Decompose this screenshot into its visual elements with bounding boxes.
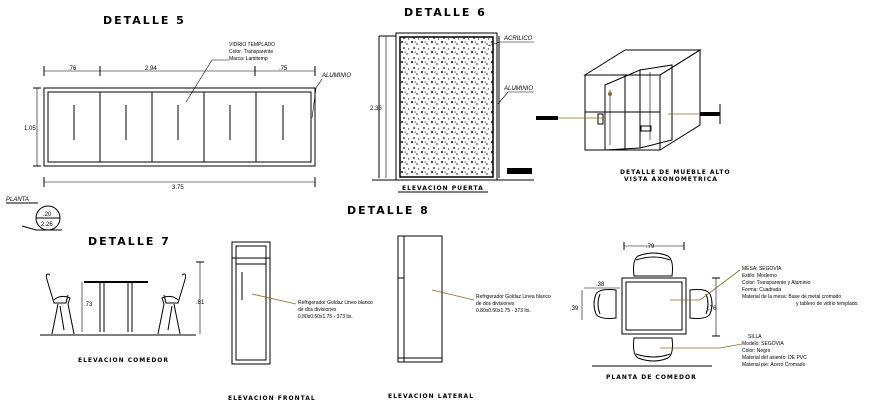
axonometric-cabinet	[583, 49, 702, 151]
elevacion-comedor-caption: ELEVACION COMEDOR	[78, 357, 169, 364]
dining-table	[621, 277, 687, 335]
acrilico-leader	[487, 41, 534, 47]
dim-total: 3.75	[172, 185, 184, 191]
detalle-8: Refrigerador Goldaz Lineo blanco de dos …	[228, 235, 551, 402]
aluminio-leader-2	[497, 91, 534, 105]
cabinet-panels	[73, 92, 284, 162]
fridge-note-2-line-3: 0.80x0.60x1.75 - 373 lts.	[476, 308, 531, 314]
acrilico-label: ACRILICO	[503, 36, 533, 42]
aluminio-label-2: ALUMINIO	[503, 86, 533, 92]
detalle-7-title: DETALLE 7	[88, 235, 171, 248]
fridge-front-leader	[251, 293, 297, 305]
fridge-note-1-line-1: Refrigerador Goldaz Lineo blanco	[298, 300, 373, 306]
fridge-note-1-line-2: de dos divisiones	[298, 307, 337, 313]
detalle-5-title: DETALLE 5	[103, 14, 186, 27]
cabinet-frame	[43, 87, 316, 167]
dim-chair-height: .81	[196, 300, 205, 306]
dim-mid: 2.94	[145, 66, 157, 72]
cabinet-inner	[47, 91, 312, 163]
planta-comedor: .79 .38 .39 .76 PLANTA DE COMEDOR MESA: …	[570, 242, 859, 381]
mesa-spec-5: y tablero de vidrio templado.	[796, 301, 859, 307]
dining-dim-right: .76	[708, 306, 717, 312]
silla-spec-4: Material pie: Acero Cromado	[742, 362, 806, 368]
silla-leader	[660, 343, 743, 349]
glass-note-line-2: Color: Transparente	[229, 49, 273, 55]
dining-dim-chair: .38	[596, 282, 605, 288]
glass-leader	[185, 59, 229, 103]
detalle-5: DETALLE 5 VIDRIO TEMPLADO Color: Transpa…	[6, 14, 351, 231]
detalle-8-title: DETALLE 8	[347, 204, 430, 217]
dining-chair-left	[593, 289, 617, 319]
detalle-6-title: DETALLE 6	[404, 6, 487, 19]
mesa-spec-2: Color: Transparente y Aluminio	[742, 280, 811, 286]
mesa-spec-4: Material de la mesa: Base de metal croma…	[742, 294, 841, 300]
dim-right: .75	[279, 66, 288, 72]
fridge-note-2-line-1: Refrigerador Goldaz Linea blanco	[476, 294, 551, 300]
dim-table-height: .73	[84, 302, 93, 308]
elevacion-frontal-caption: ELEVACION FRONTAL	[228, 395, 316, 402]
top-dim-ticks	[43, 66, 316, 76]
glass-note-line-1: VIDRIO TEMPLADO	[229, 42, 275, 48]
fridge-note-1-line-3: 0.80x0.60x1.75 - 373 lts.	[298, 314, 353, 320]
door-sill	[507, 168, 532, 174]
detalle-6: DETALLE 6 2.35 ACRILICO ALUMINIO ELEVACI…	[370, 6, 731, 193]
mesa-spec-1: Estilo: Moderno	[742, 273, 777, 279]
door-glass-panel	[399, 36, 494, 178]
dining-chair-top	[633, 252, 673, 277]
axo-ref-right	[700, 112, 720, 116]
axo-caption-2: VISTA AXONOMETRICA	[624, 176, 718, 183]
door-height-dim: 2.35	[370, 106, 382, 112]
dining-dim-top: .79	[646, 244, 655, 250]
elevacion-lateral-caption: ELEVACION LATERAL	[388, 393, 474, 400]
dim-height: 1.05	[24, 126, 36, 132]
fridge-side-leader	[431, 289, 475, 301]
planta-comedor-caption: PLANTA DE COMEDOR	[606, 374, 697, 381]
fridge-side	[397, 235, 443, 363]
mesa-spec-0: MESA: SEGOVIA	[742, 266, 782, 272]
silla-spec-3: Material del asiento: DE PVC	[742, 355, 807, 361]
planta-arrow	[21, 225, 62, 231]
chair-right-back	[163, 273, 187, 304]
dim-left: .76	[68, 66, 77, 72]
dining-chair-bottom	[633, 337, 673, 362]
glass-note-line-3: Marca: Lamitemp	[229, 56, 268, 62]
chair-left-back	[45, 273, 69, 304]
mesa-spec-3: Forma: Cuadrada	[742, 287, 781, 293]
planta-dim-1: .20	[43, 212, 52, 218]
mesa-leader	[670, 269, 741, 301]
dining-dim-left: .39	[570, 306, 579, 312]
silla-spec-0: SILLA	[748, 334, 762, 340]
fridge-note-2-line-2: de dos divisiones	[476, 301, 515, 307]
elevacion-puerta-caption: ELEVACION PUERTA	[402, 185, 484, 192]
silla-spec-2: Color: Negro	[742, 348, 771, 354]
aluminio-label: ALUMINIO	[321, 73, 351, 79]
axo-ref-left	[536, 116, 558, 120]
fridge-front	[231, 241, 271, 365]
detalle-7: DETALLE 7 .73 .81 ELEVACION COMEDOR	[40, 235, 205, 364]
silla-spec-1: Modelo: SEGOVIA	[742, 341, 784, 347]
planta-label: PLANTA	[6, 197, 29, 203]
planta-dim-2: 2.26	[41, 222, 53, 228]
aluminio-leader	[311, 78, 323, 119]
dining-chair-right	[689, 289, 713, 319]
axo-caption-1: DETALLE DE MUEBLE ALTO	[620, 169, 731, 176]
